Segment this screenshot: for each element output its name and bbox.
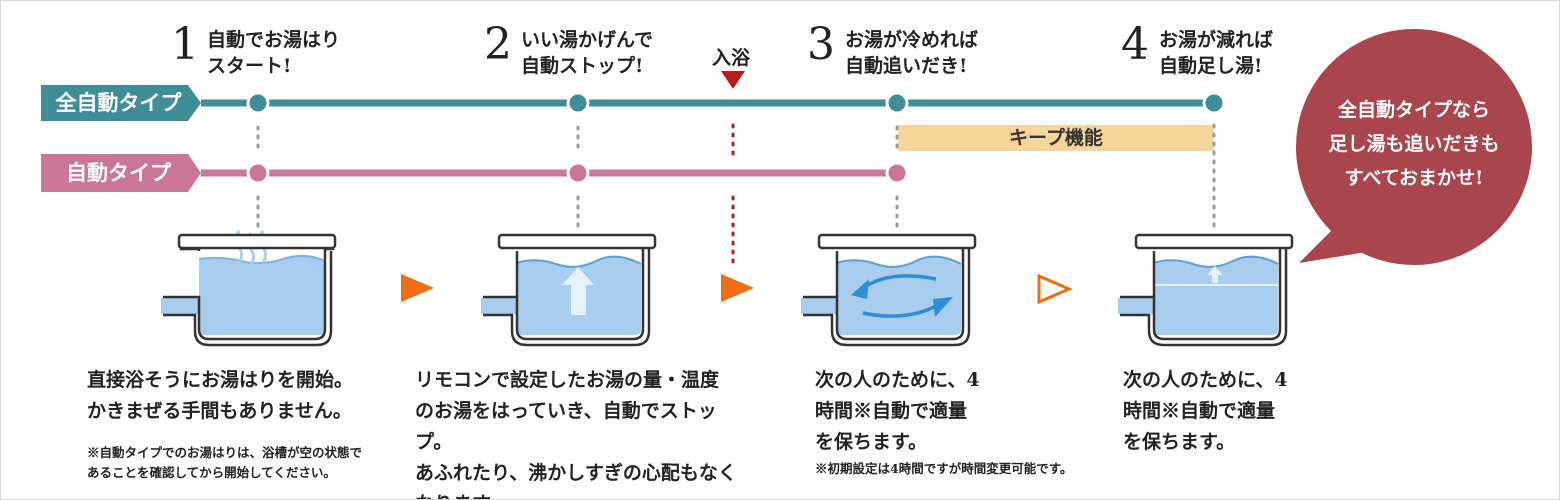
step-4-title: お湯が減れば 自動足し湯! [1159,29,1274,77]
speech-bubble [1296,29,1532,265]
step-1-note: ※自動タイプでのお湯はりは、浴槽が空の状態で あることを確認してから開始してくだ… [87,445,363,480]
step-1-description: 直接浴そうにお湯はりを開始。 かきまぜる手間もありません。 [87,369,354,422]
full-auto-label-shape [41,85,201,121]
full-auto-node-2 [566,91,590,115]
step-4-number: 4 [1121,19,1149,70]
step-3-note: ※初期設定は4時間ですが時間変更可能です。 [815,461,1073,476]
step-4-description: 次の人のために、4 時間※自動で適量 を保ちます。 [1123,369,1288,453]
step-2-number: 2 [484,19,512,70]
step-2-description: リモコンで設定したお湯の量・温度 のお湯をはっていき、自動でストップ。 あふれた… [415,369,737,499]
bathing-marker [721,71,745,265]
step-3-description: 次の人のために、4 時間※自動で適量 を保ちます。 [815,369,980,453]
full-auto-node-3 [885,91,909,115]
bathtub-3 [801,233,977,347]
auto-label-shape [41,154,201,192]
bathtub-1 [161,230,337,347]
fill-up-arrow-icon [571,283,586,315]
bathing-label: 入浴 [712,47,751,69]
step-2-title: いい湯かげんで 自動ストップ! [521,29,654,77]
full-auto-node-4 [1202,91,1226,115]
full-auto-type-label: 全自動タイプ [55,91,182,115]
keep-function-label: キープ機能 [1009,127,1103,149]
full-auto-node-1 [246,91,270,115]
step-3-number: 3 [807,19,835,70]
auto-type-label: 自動タイプ [66,161,171,185]
flow-arrow-3-icon [1037,273,1073,305]
auto-node-1 [246,161,270,185]
full-auto-line [41,85,1226,121]
bathing-triangle-icon [721,71,745,89]
step-1-number: 1 [171,19,199,70]
bathtub-2 [481,233,657,347]
auto-node-2 [566,161,590,185]
step-1-title: 自動でお湯はり スタート! [207,29,341,77]
speech-bubble-text: 全自動タイプなら 足し湯も追いだきも すべておまかせ! [1328,99,1500,189]
step-3-title: お湯が冷めれば 自動追いだき! [845,29,979,77]
keep-function-bar [898,125,1214,151]
top-up-arrow-icon [1212,273,1218,283]
flow-arrow-1-icon [401,274,434,302]
auto-line [41,154,909,192]
bathtub-4 [1118,233,1294,347]
flow-arrow-2-icon [721,274,754,302]
dotted-connectors [256,123,1216,231]
auto-node-3 [885,161,909,185]
